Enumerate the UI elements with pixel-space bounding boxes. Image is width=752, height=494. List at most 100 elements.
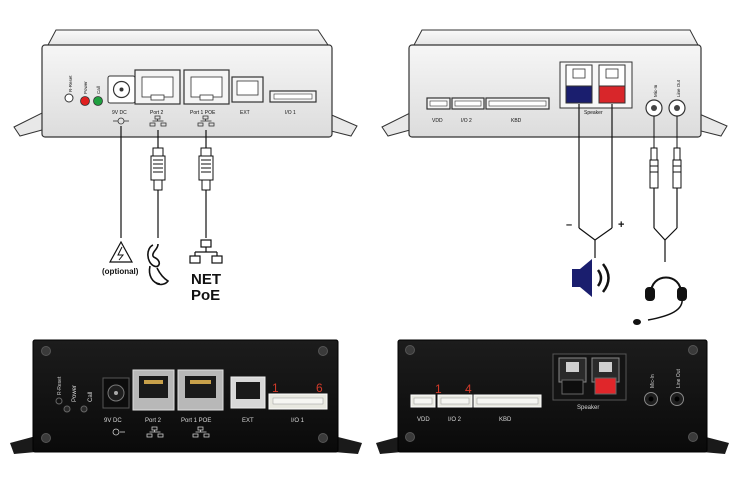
photo-speaker-minus-button[interactable] <box>561 379 584 395</box>
photo-right-screw-bl <box>405 432 415 442</box>
call-led <box>93 96 103 106</box>
right-unit-left-flange <box>381 112 411 137</box>
speaker-minus-sign: – <box>566 219 572 231</box>
speaker-icon <box>572 259 610 297</box>
photo-port1-pins <box>190 380 211 384</box>
photo-left-unit: R-Reset Power Call 9V DC Port 2 Port 1 P… <box>10 339 362 454</box>
ext-label: EXT <box>240 110 250 116</box>
photo-io1-pin-last: 6 <box>316 381 323 395</box>
dc-polarity-icon <box>113 117 129 125</box>
port1-tab <box>199 94 214 101</box>
photo-right-screw-br <box>688 432 698 442</box>
io2-slot <box>454 100 482 107</box>
photo-io1-pin-first: 1 <box>272 381 279 395</box>
photo-dc-label: 9V DC <box>104 418 122 424</box>
speaker-plus-button[interactable] <box>598 85 626 104</box>
port1-plug-icon <box>198 147 214 191</box>
port1-network-icon <box>197 115 215 127</box>
right-unit-drawing: VDD I/O 2 KBD Speaker Mic-In Line Out <box>381 29 728 325</box>
headset-icon <box>633 276 687 325</box>
photo-reset-label: R-Reset <box>57 376 63 395</box>
photo-io2-label: I/O 2 <box>448 417 462 423</box>
speaker-wires <box>578 104 613 258</box>
photo-port2-network-icon <box>146 426 164 438</box>
photo-power-led <box>63 405 71 413</box>
port1-label: Port 1 POE <box>190 110 216 116</box>
speaker-plus-slot <box>605 68 619 79</box>
photo-io2-pin-first: 1 <box>435 382 442 396</box>
ext-opening <box>236 80 259 96</box>
photo-dc-pin <box>114 391 118 395</box>
mic-in-label: Mic-In <box>653 84 658 97</box>
photo-ext-label: EXT <box>242 418 254 424</box>
io1-slot <box>273 93 313 100</box>
photo-line-out-label: Line Out <box>676 368 682 388</box>
reset-button[interactable] <box>64 93 74 103</box>
photo-right-screw-tl <box>405 345 415 355</box>
dc-label: 9V DC <box>112 110 127 116</box>
speaker-label: Speaker <box>584 110 603 116</box>
poe-label: PoE <box>191 287 220 304</box>
photo-vdd-label: VDD <box>417 417 430 423</box>
photo-left-screw-bl <box>41 433 51 443</box>
photo-speaker-plus-button[interactable] <box>594 377 617 395</box>
mic-in-hole <box>651 105 657 111</box>
photo-call-led <box>80 405 88 413</box>
photo-reset-button[interactable] <box>55 397 63 405</box>
kbd-label: KBD <box>511 118 522 124</box>
speaker-plus-sign: + <box>618 219 624 231</box>
io2-label: I/O 2 <box>461 118 472 124</box>
photo-power-label: Power <box>72 385 78 402</box>
photo-right-screw-tr <box>688 345 698 355</box>
port2-network-icon <box>149 115 167 127</box>
photo-call-label: Call <box>88 392 94 402</box>
line-out-label: Line Out <box>676 79 681 97</box>
port2-label: Port 2 <box>150 110 164 116</box>
port1-opening <box>190 76 223 98</box>
photo-vdd-slot <box>413 397 433 405</box>
photo-port2-opening <box>139 376 168 398</box>
io1-label: I/O 1 <box>285 110 296 116</box>
photo-left-screw-tr <box>318 346 328 356</box>
handset-icon <box>147 243 170 286</box>
photo-right-flange-l <box>376 436 402 454</box>
photo-kbd-slot <box>476 397 539 405</box>
left-unit-top <box>47 29 329 46</box>
photo-port1-opening <box>185 376 216 398</box>
photo-io2-pin-last: 4 <box>465 382 472 396</box>
photo-right-flange-r <box>702 436 729 454</box>
photo-port1-network-icon <box>192 426 210 438</box>
photo-speaker-minus-slot <box>566 362 579 372</box>
network-icon <box>189 239 223 264</box>
reset-label: R-Reset <box>68 75 73 92</box>
photo-line-out-hole <box>674 396 680 402</box>
photo-io1-slot <box>272 397 324 405</box>
photo-ext-opening <box>236 382 260 399</box>
photo-io1-label: I/O 1 <box>291 418 305 424</box>
vdd-slot <box>429 100 448 107</box>
photo-port1-label: Port 1 POE <box>181 418 211 424</box>
right-unit-top <box>413 29 699 46</box>
optional-label: (optional) <box>102 267 139 276</box>
port2-tab <box>150 94 165 101</box>
photo-right-unit: VDD 1 4 I/O 2 KBD Speaker Mic-In Line Ou… <box>376 339 729 454</box>
photo-mic-in-label: Mic-In <box>650 374 656 388</box>
photo-port2-pins <box>144 380 163 384</box>
photo-left-screw-br <box>318 433 328 443</box>
audio-cables <box>653 188 678 262</box>
photo-mic-in-hole <box>648 396 654 402</box>
call-label: Call <box>96 86 101 94</box>
photo-left-flange-l <box>10 436 36 454</box>
left-unit-drawing: R-Reset Power Call 9V DC Port 2 Port 1 P… <box>13 29 358 304</box>
speaker-minus-slot <box>572 68 586 79</box>
vdd-label: VDD <box>432 118 443 124</box>
speaker-minus-button[interactable] <box>565 85 593 104</box>
photo-speaker-plus-slot <box>599 362 612 372</box>
port2-plug-icon <box>150 147 166 191</box>
power-label: Power <box>83 81 88 94</box>
photo-kbd-label: KBD <box>499 417 512 423</box>
photo-io2-slot <box>440 397 470 405</box>
net-label: NET <box>191 271 221 288</box>
photo-left-flange-r <box>334 436 362 454</box>
